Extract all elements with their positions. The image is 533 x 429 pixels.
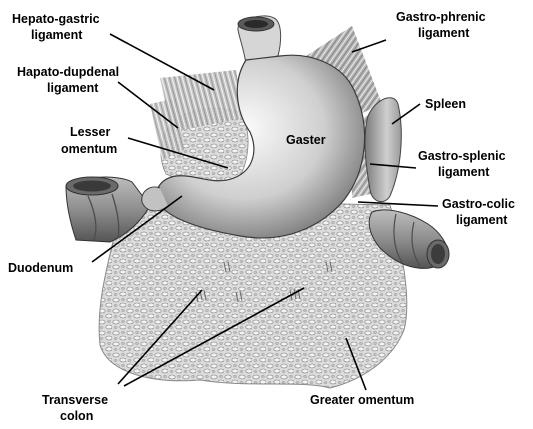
label-transverse-colon: Transverse colon xyxy=(42,393,112,423)
label-gastro-colic: Gastro-colic ligament xyxy=(442,197,518,227)
label-hepato-gastric-line1: Hepato-gastric xyxy=(12,12,100,26)
label-gastro-splenic: Gastro-splenic ligament xyxy=(418,149,509,179)
label-spleen: Spleen xyxy=(425,97,466,111)
label-hepato-duodenal-line1: Hapato-dupdenal xyxy=(17,65,119,79)
label-lesser-omentum: Lesser omentum xyxy=(61,125,117,156)
label-gaster: Gaster xyxy=(286,133,326,147)
label-hepato-duodenal: Hapato-dupdenal ligament xyxy=(17,65,123,95)
label-gastro-phrenic-line1: Gastro-phrenic xyxy=(396,10,486,24)
label-gastro-colic-line2: ligament xyxy=(456,213,508,227)
spleen-shape xyxy=(365,98,401,202)
label-transverse-colon-line2: colon xyxy=(60,409,93,423)
label-transverse-colon-line1: Transverse xyxy=(42,393,108,407)
label-lesser-omentum-line1: Lesser xyxy=(70,125,110,139)
label-hepato-gastric: Hepato-gastric ligament xyxy=(12,12,103,42)
label-greater-omentum: Greater omentum xyxy=(310,393,414,407)
label-gastro-splenic-line1: Gastro-splenic xyxy=(418,149,506,163)
label-gastro-splenic-line2: ligament xyxy=(438,165,490,179)
label-lesser-omentum-line2: omentum xyxy=(61,142,117,156)
label-duodenum: Duodenum xyxy=(8,261,73,275)
label-duodenum-line1: Duodenum xyxy=(8,261,73,275)
label-gastro-colic-line1: Gastro-colic xyxy=(442,197,515,211)
label-greater-omentum-line1: Greater omentum xyxy=(310,393,414,407)
label-hepato-duodenal-line2: ligament xyxy=(47,81,99,95)
label-gastro-phrenic-line2: ligament xyxy=(418,26,470,40)
label-spleen-line1: Spleen xyxy=(425,97,466,111)
label-gastro-phrenic: Gastro-phrenic ligament xyxy=(396,10,489,40)
label-hepato-gastric-line2: ligament xyxy=(31,28,83,42)
label-gaster-line1: Gaster xyxy=(286,133,326,147)
